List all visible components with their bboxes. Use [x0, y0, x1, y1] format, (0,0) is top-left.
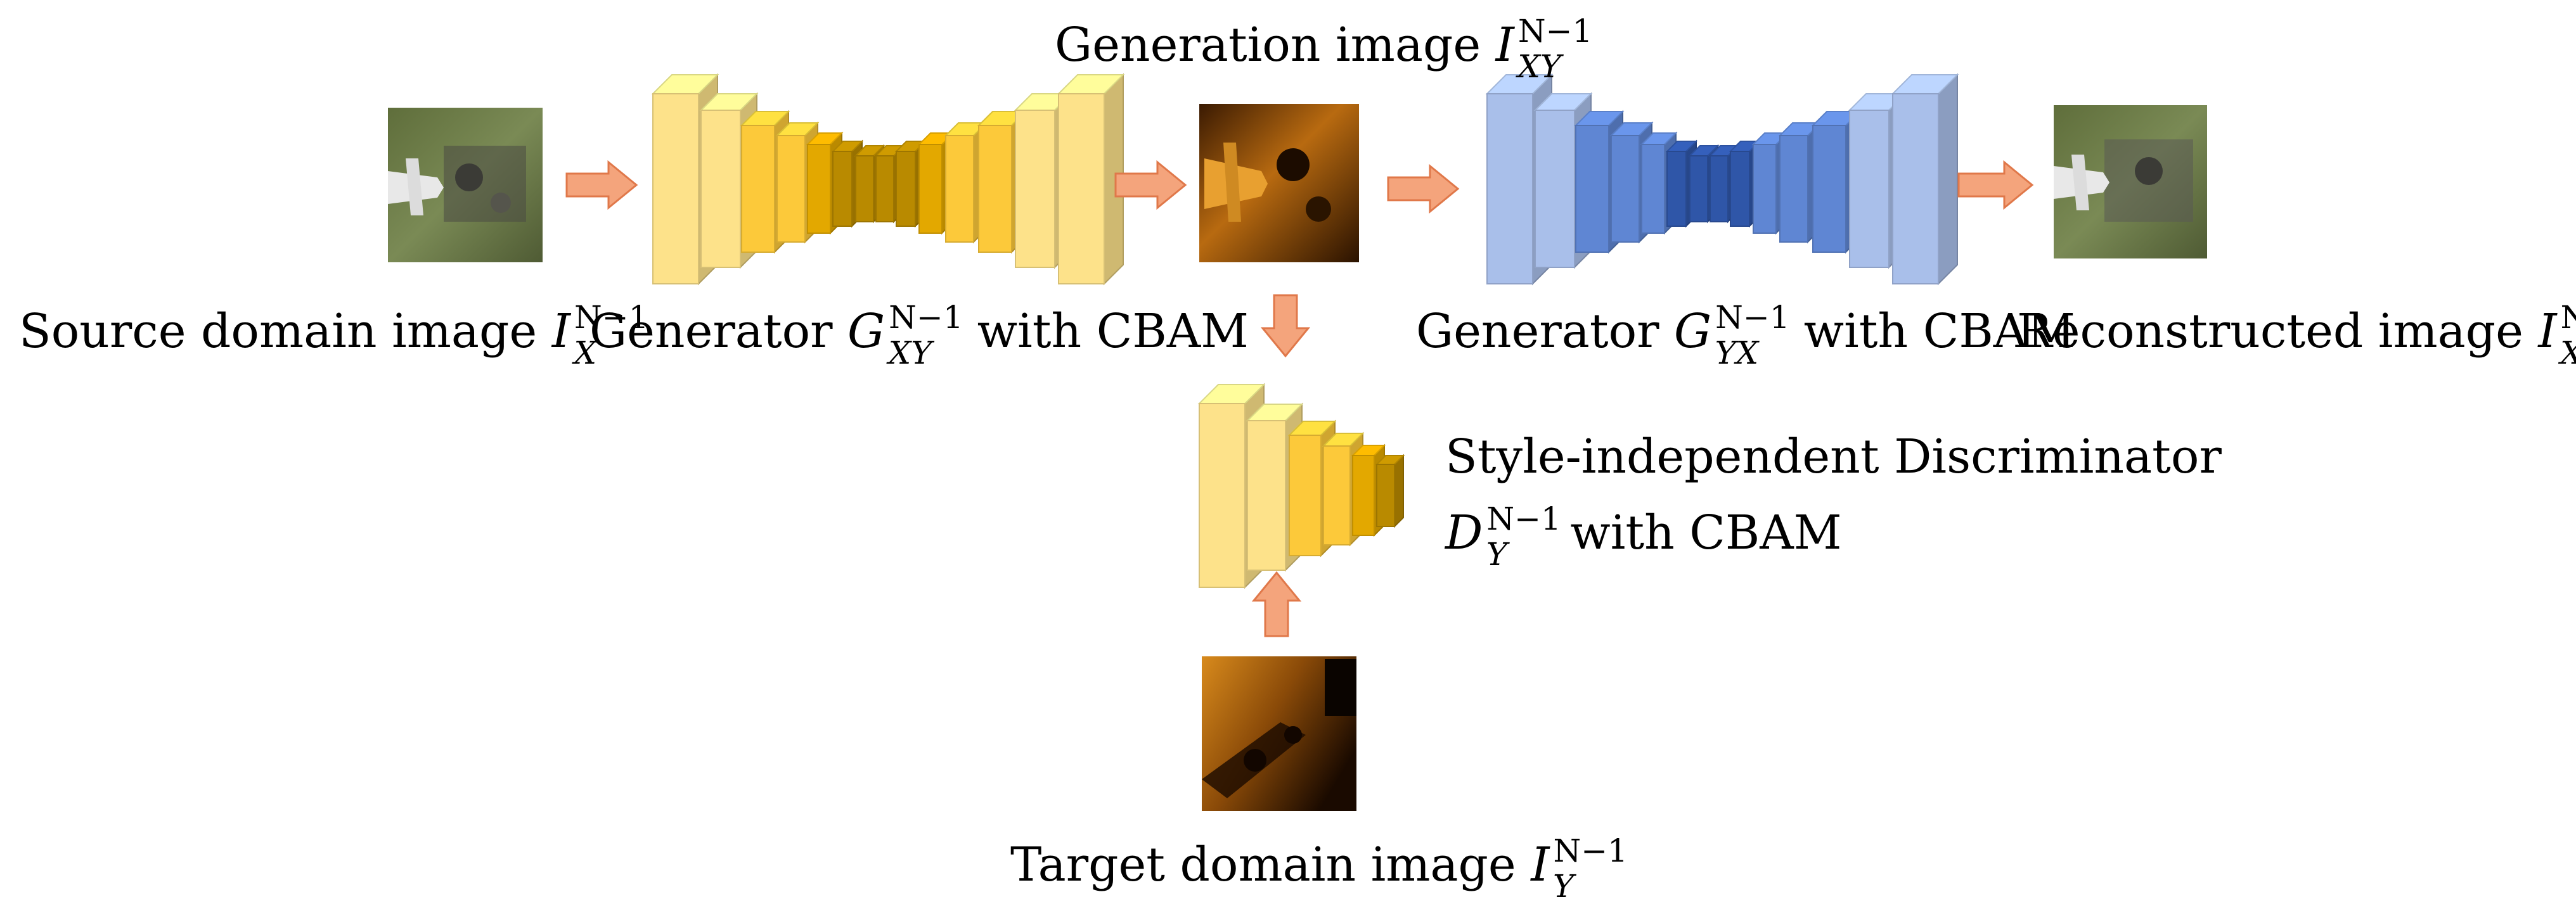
gen-xy-layer-12-front [978, 125, 1012, 253]
disc-layer-3-front [1289, 435, 1322, 556]
gen-yx-layer-7-front [1689, 155, 1708, 222]
gen-yx-layer-11-front [1779, 135, 1808, 243]
gen-yx-layer-6-front [1666, 151, 1687, 227]
gen-yx-layer-10-front [1753, 144, 1777, 234]
generation-image [1199, 104, 1359, 262]
gen-yx-layer-4-front [1611, 135, 1640, 243]
gen-xy-layer-4-front [776, 135, 806, 243]
gen-xy-layer-7-front [855, 155, 874, 222]
arrow-generator-to-reconstructed [1957, 160, 2034, 210]
gen-xy-layer-2-front [700, 110, 741, 268]
arrow-generator-to-generation [1114, 160, 1187, 210]
gen-xy-layer-1-front [652, 93, 699, 284]
gen-yx-layer-8-front [1710, 155, 1729, 222]
arrow-generation-to-generator-yx [1387, 163, 1460, 214]
gen-xy-layer-8-front [875, 155, 894, 222]
gen-yx-layer-14-front [1892, 93, 1939, 284]
disc-layer-6-front [1376, 464, 1395, 527]
gen-yx-layer-2-front [1535, 110, 1575, 268]
arrow-source-to-generator [565, 160, 638, 210]
reconstructed-label: Reconstructed image IN−1XYX [2017, 299, 2576, 371]
gen-yx-layer-14-side [1938, 73, 1958, 286]
discriminator-title: Style-independent Discriminator [1445, 430, 2222, 484]
generator-yx-network [1485, 73, 1959, 286]
gen-yx-layer-3-front [1575, 125, 1609, 253]
gen-yx-layer-12-front [1812, 125, 1846, 253]
disc-layer-4-front [1323, 445, 1351, 545]
gen-yx-layer-9-front [1730, 151, 1750, 227]
source-domain-image [388, 108, 543, 262]
disc-layer-6-side [1394, 454, 1404, 528]
disc-layer-2-front [1247, 420, 1286, 571]
gen-xy-layer-13-front [1015, 110, 1055, 268]
gen-xy-layer-5-front [807, 144, 831, 234]
arrow-generation-to-discriminator [1260, 294, 1311, 358]
gen-xy-layer-3-front [741, 125, 775, 253]
gen-yx-layer-5-front [1641, 144, 1665, 234]
gen-xy-layer-6-front [832, 151, 853, 227]
arrow-target-to-discriminator [1251, 571, 1302, 637]
reconstructed-image [2054, 105, 2207, 258]
discriminator-network [1197, 383, 1405, 589]
disc-layer-1-front [1199, 403, 1246, 588]
gen-yx-layer-1-front [1486, 93, 1533, 284]
flow-arrows [565, 160, 2034, 637]
gen-xy-layer-11-front [945, 135, 974, 243]
disc-layer-5-front [1352, 455, 1375, 536]
gen-yx-layer-13-front [1849, 110, 1890, 268]
generator-xy-network [651, 73, 1125, 286]
gen-xy-layer-10-front [918, 144, 943, 234]
gen-xy-layer-9-front [896, 151, 916, 227]
target-domain-image [1202, 656, 1356, 811]
gen-xy-layer-14-front [1058, 93, 1105, 284]
